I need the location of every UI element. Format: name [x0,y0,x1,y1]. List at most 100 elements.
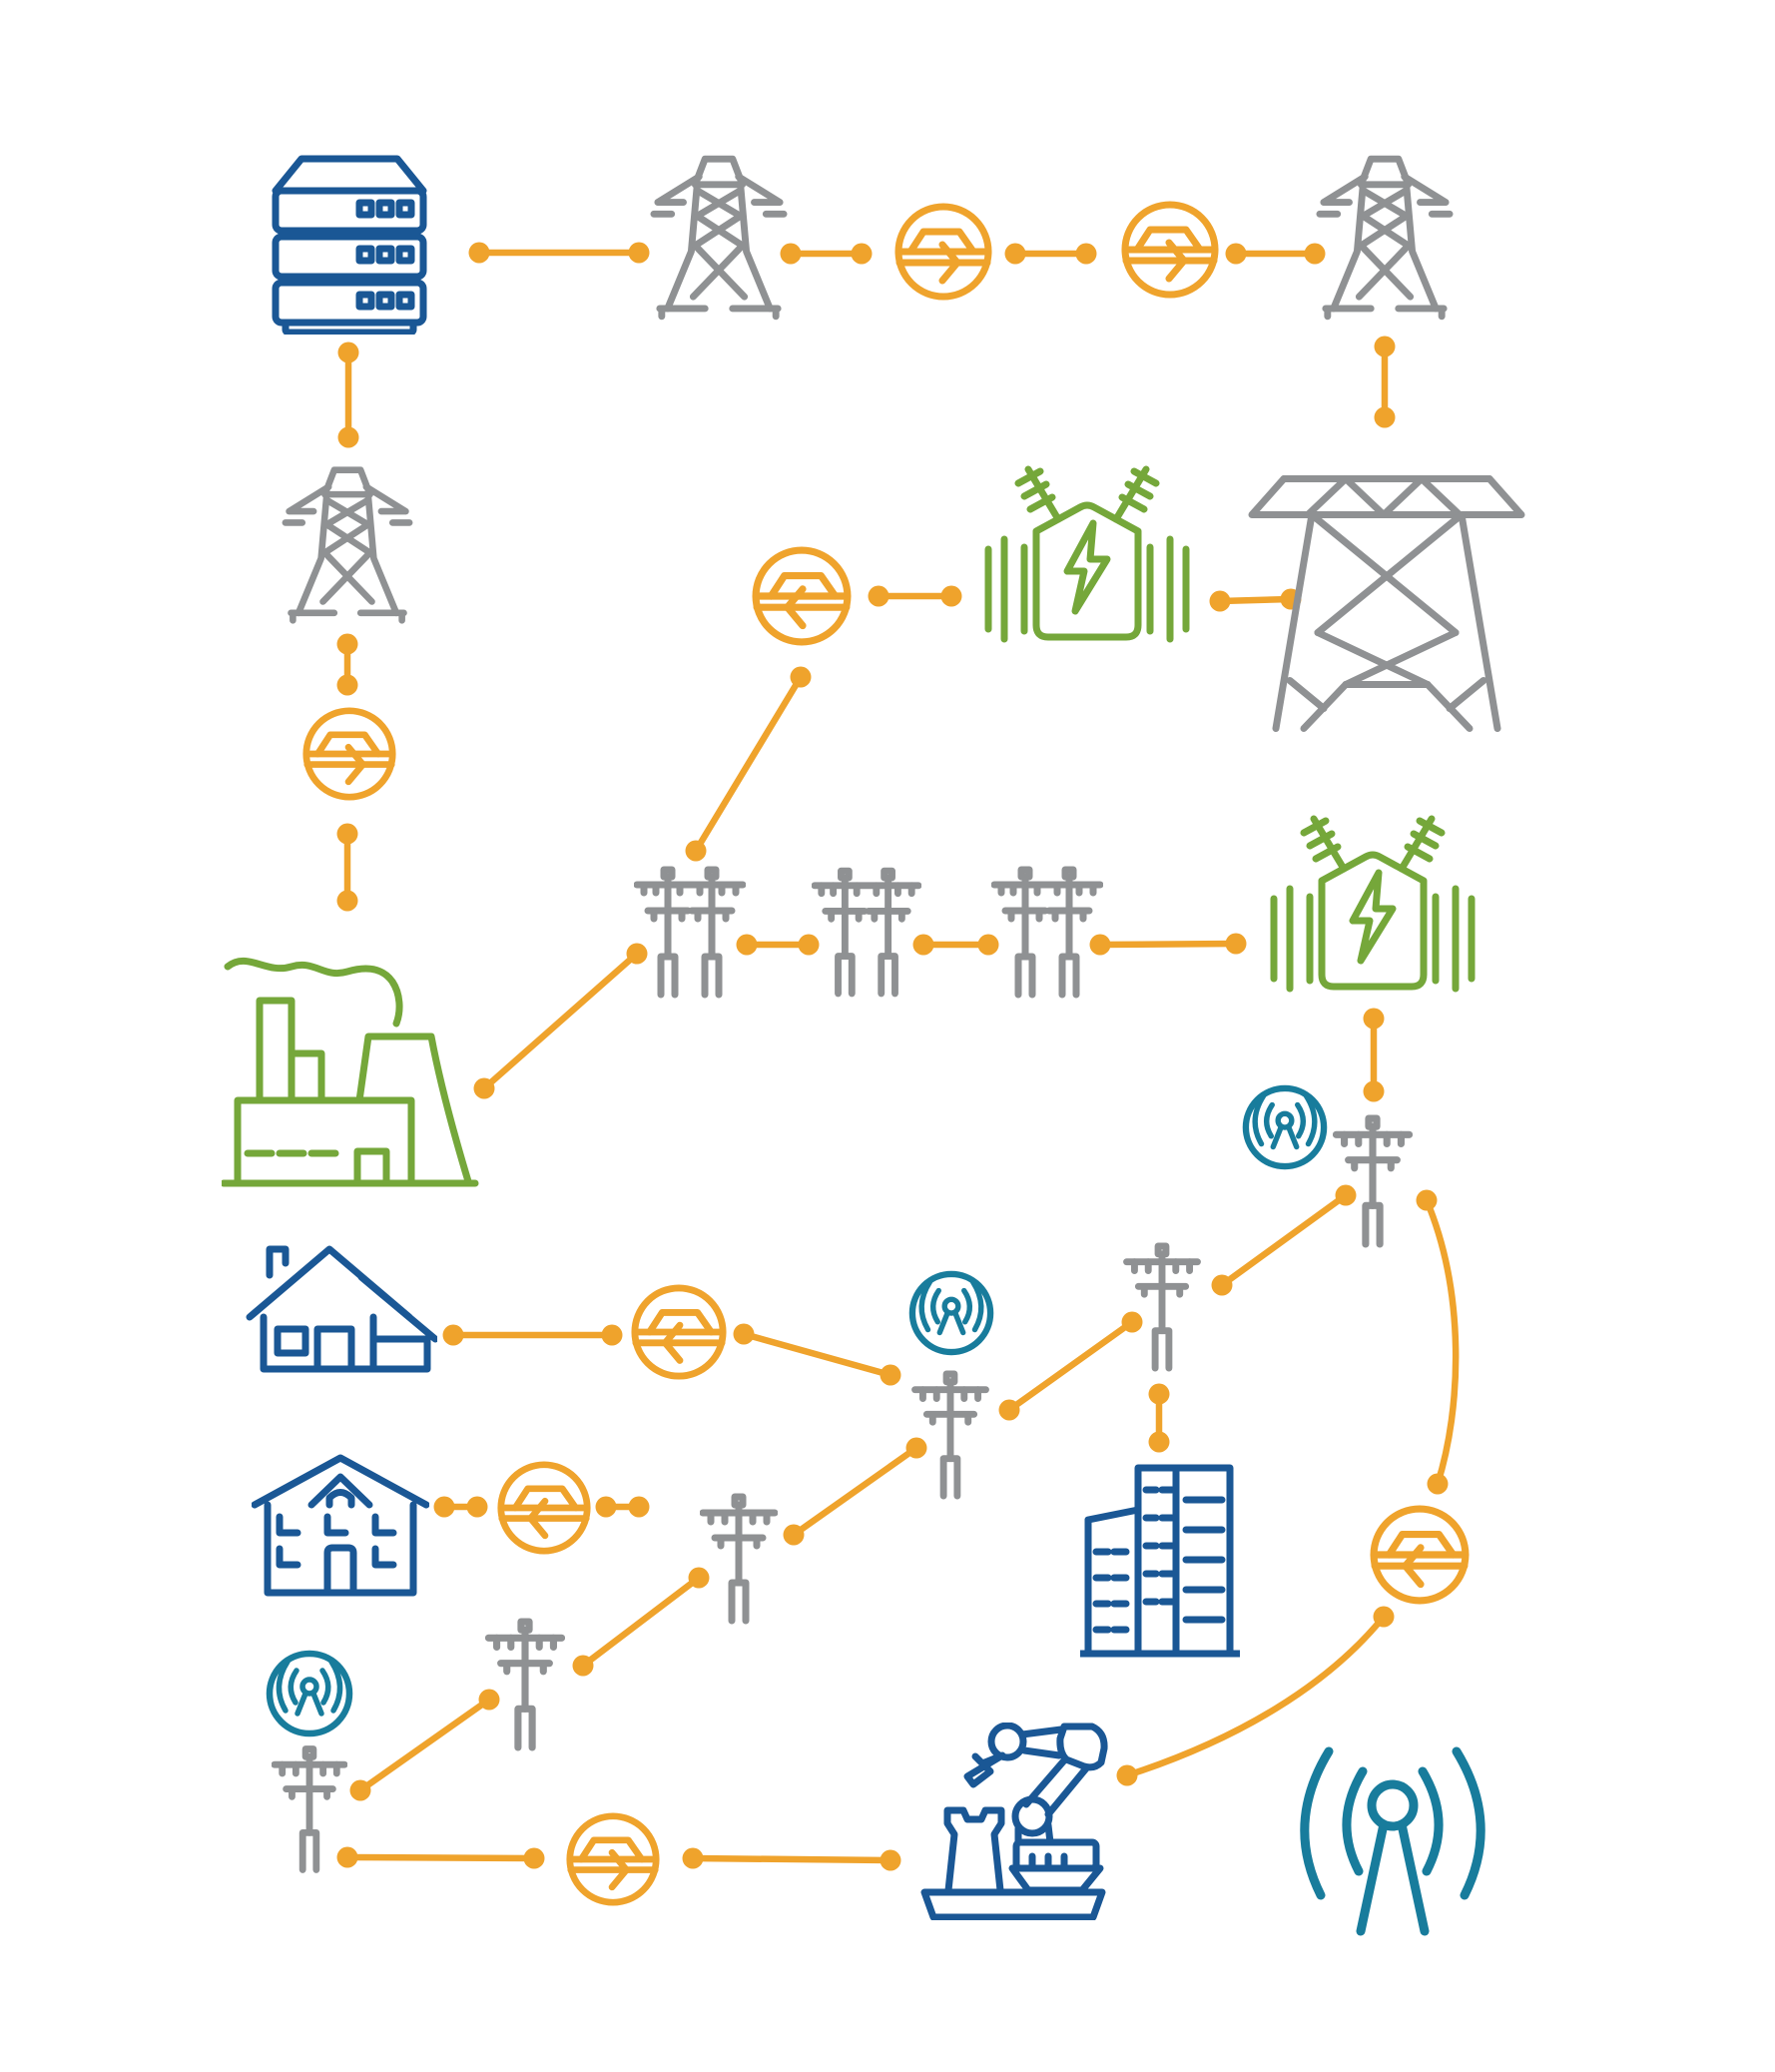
distribution-poles-3-icon [994,870,1100,995]
plant-to-poles1-link [473,943,648,1099]
connector-dot [1374,336,1396,357]
factory-robot-icon [924,1726,1104,1917]
utility-pole-f-icon [275,1749,344,1870]
connector-dot [783,1524,805,1546]
connector-dot [1211,1274,1233,1296]
connector-dot [1373,1606,1395,1628]
connector-dot [478,1689,500,1711]
transformer2-to-polec-link [1363,1008,1385,1102]
connector-dot [337,426,359,448]
connector-dot [628,1496,650,1518]
connector-dot [626,943,648,965]
connector-dot [466,1496,488,1518]
flow1-to-flow2-link [1004,243,1097,265]
poles1-to-poles2-link [736,934,820,956]
poleb-to-polec-link [1211,1184,1357,1296]
poles1-to-flowleft1-link [685,666,812,862]
flowleft1-to-transformer1-link [868,585,962,607]
connector-dot [880,1364,901,1386]
transmission-tower-1-icon [654,159,784,317]
connector-dot [880,1849,901,1871]
radio-antenna-badge-2-icon [912,1274,990,1352]
power-flow-left-3-icon [501,1465,587,1551]
connector-dot [1335,1184,1357,1206]
power-flow-left-2-icon [635,1288,723,1376]
connector-dot [851,243,873,265]
connector-dot [473,1077,495,1099]
connector-dot [572,1655,594,1677]
tower1-to-flow1-link [780,243,873,265]
transformer1-to-widepylon-link [1209,588,1302,612]
connector-dot [1225,933,1247,955]
connector-dot [912,934,934,956]
power-flow-right-4-icon [570,1816,656,1902]
radio-antenna-badge-3-icon [270,1654,349,1733]
power-plant-icon [224,961,475,1183]
polee-to-polef-link [349,1689,500,1801]
connector-dot [998,1399,1020,1421]
connector-dot [940,585,962,607]
power-flow-left-1-icon [756,550,848,642]
connector-dot [1004,243,1026,265]
radio-antenna-badge-1-icon [1246,1088,1324,1166]
connector-dot [1363,1008,1385,1030]
connector-dot [1116,1764,1138,1786]
radio-antenna-large-icon [1305,1751,1480,1931]
server-to-tower3-link [337,342,359,448]
connector-dot [595,1496,617,1518]
connector-dot [601,1324,623,1346]
connector-dot [523,1847,545,1869]
diagram-icons [224,159,1521,1931]
power-flow-right-2-icon [1125,205,1215,295]
house-gable-icon [250,1249,435,1369]
connector-dot [905,1437,927,1459]
polea-to-poleb-link [998,1311,1143,1421]
connector-dot [433,1496,455,1518]
connector-dot [336,823,358,845]
connector-dot [1363,1080,1385,1102]
connector-dot [1416,1189,1438,1211]
tower3-to-flow3-link [336,633,358,696]
connector-dot [1225,243,1247,265]
connector-dot [628,242,650,264]
flowleft2-to-polea-link [733,1323,901,1386]
connection-lines [336,242,1460,1871]
distribution-poles-2-icon [815,871,918,994]
connector-dot [688,1567,710,1589]
polec-to-flowleft4-link [1416,1189,1460,1495]
connector-dot [685,840,707,862]
data-center-server-icon [276,159,423,333]
utility-pole-g-icon [703,1497,775,1621]
connector-dot [790,666,812,688]
power-flow-right-3-icon [306,711,392,797]
connector-dot [736,934,758,956]
utility-pole-a-icon [915,1374,986,1496]
connector-dot [682,1847,704,1869]
substation-transformer-1-icon [988,469,1186,639]
utility-pole-b-icon [1127,1246,1198,1368]
connector-dot [977,934,999,956]
distribution-poles-1-icon [637,870,743,995]
robot-to-flowleft4-link [1116,1606,1395,1786]
house2-to-flowleft3-link [433,1496,488,1518]
connector-dot [780,243,802,265]
house-two-story-icon [255,1458,426,1593]
connector-dot [798,934,820,956]
connector-dot [1209,590,1231,612]
tower2-to-widepylon-link [1374,336,1396,428]
poles2-to-poles3-link [912,934,999,956]
connector-dot [336,890,358,912]
connector-dot [1304,243,1326,265]
office-building-icon [1080,1468,1240,1654]
connector-dot [1075,243,1097,265]
connector-dot [442,1324,464,1346]
connector-dot [1148,1383,1170,1405]
connector-dot [1427,1473,1449,1495]
flow4-to-robot-link [682,1847,901,1871]
utility-pole-c-icon [1336,1118,1409,1244]
connector-dot [1374,406,1396,428]
connector-dot [468,242,490,264]
poles3-to-transformer2-link [1089,933,1247,956]
